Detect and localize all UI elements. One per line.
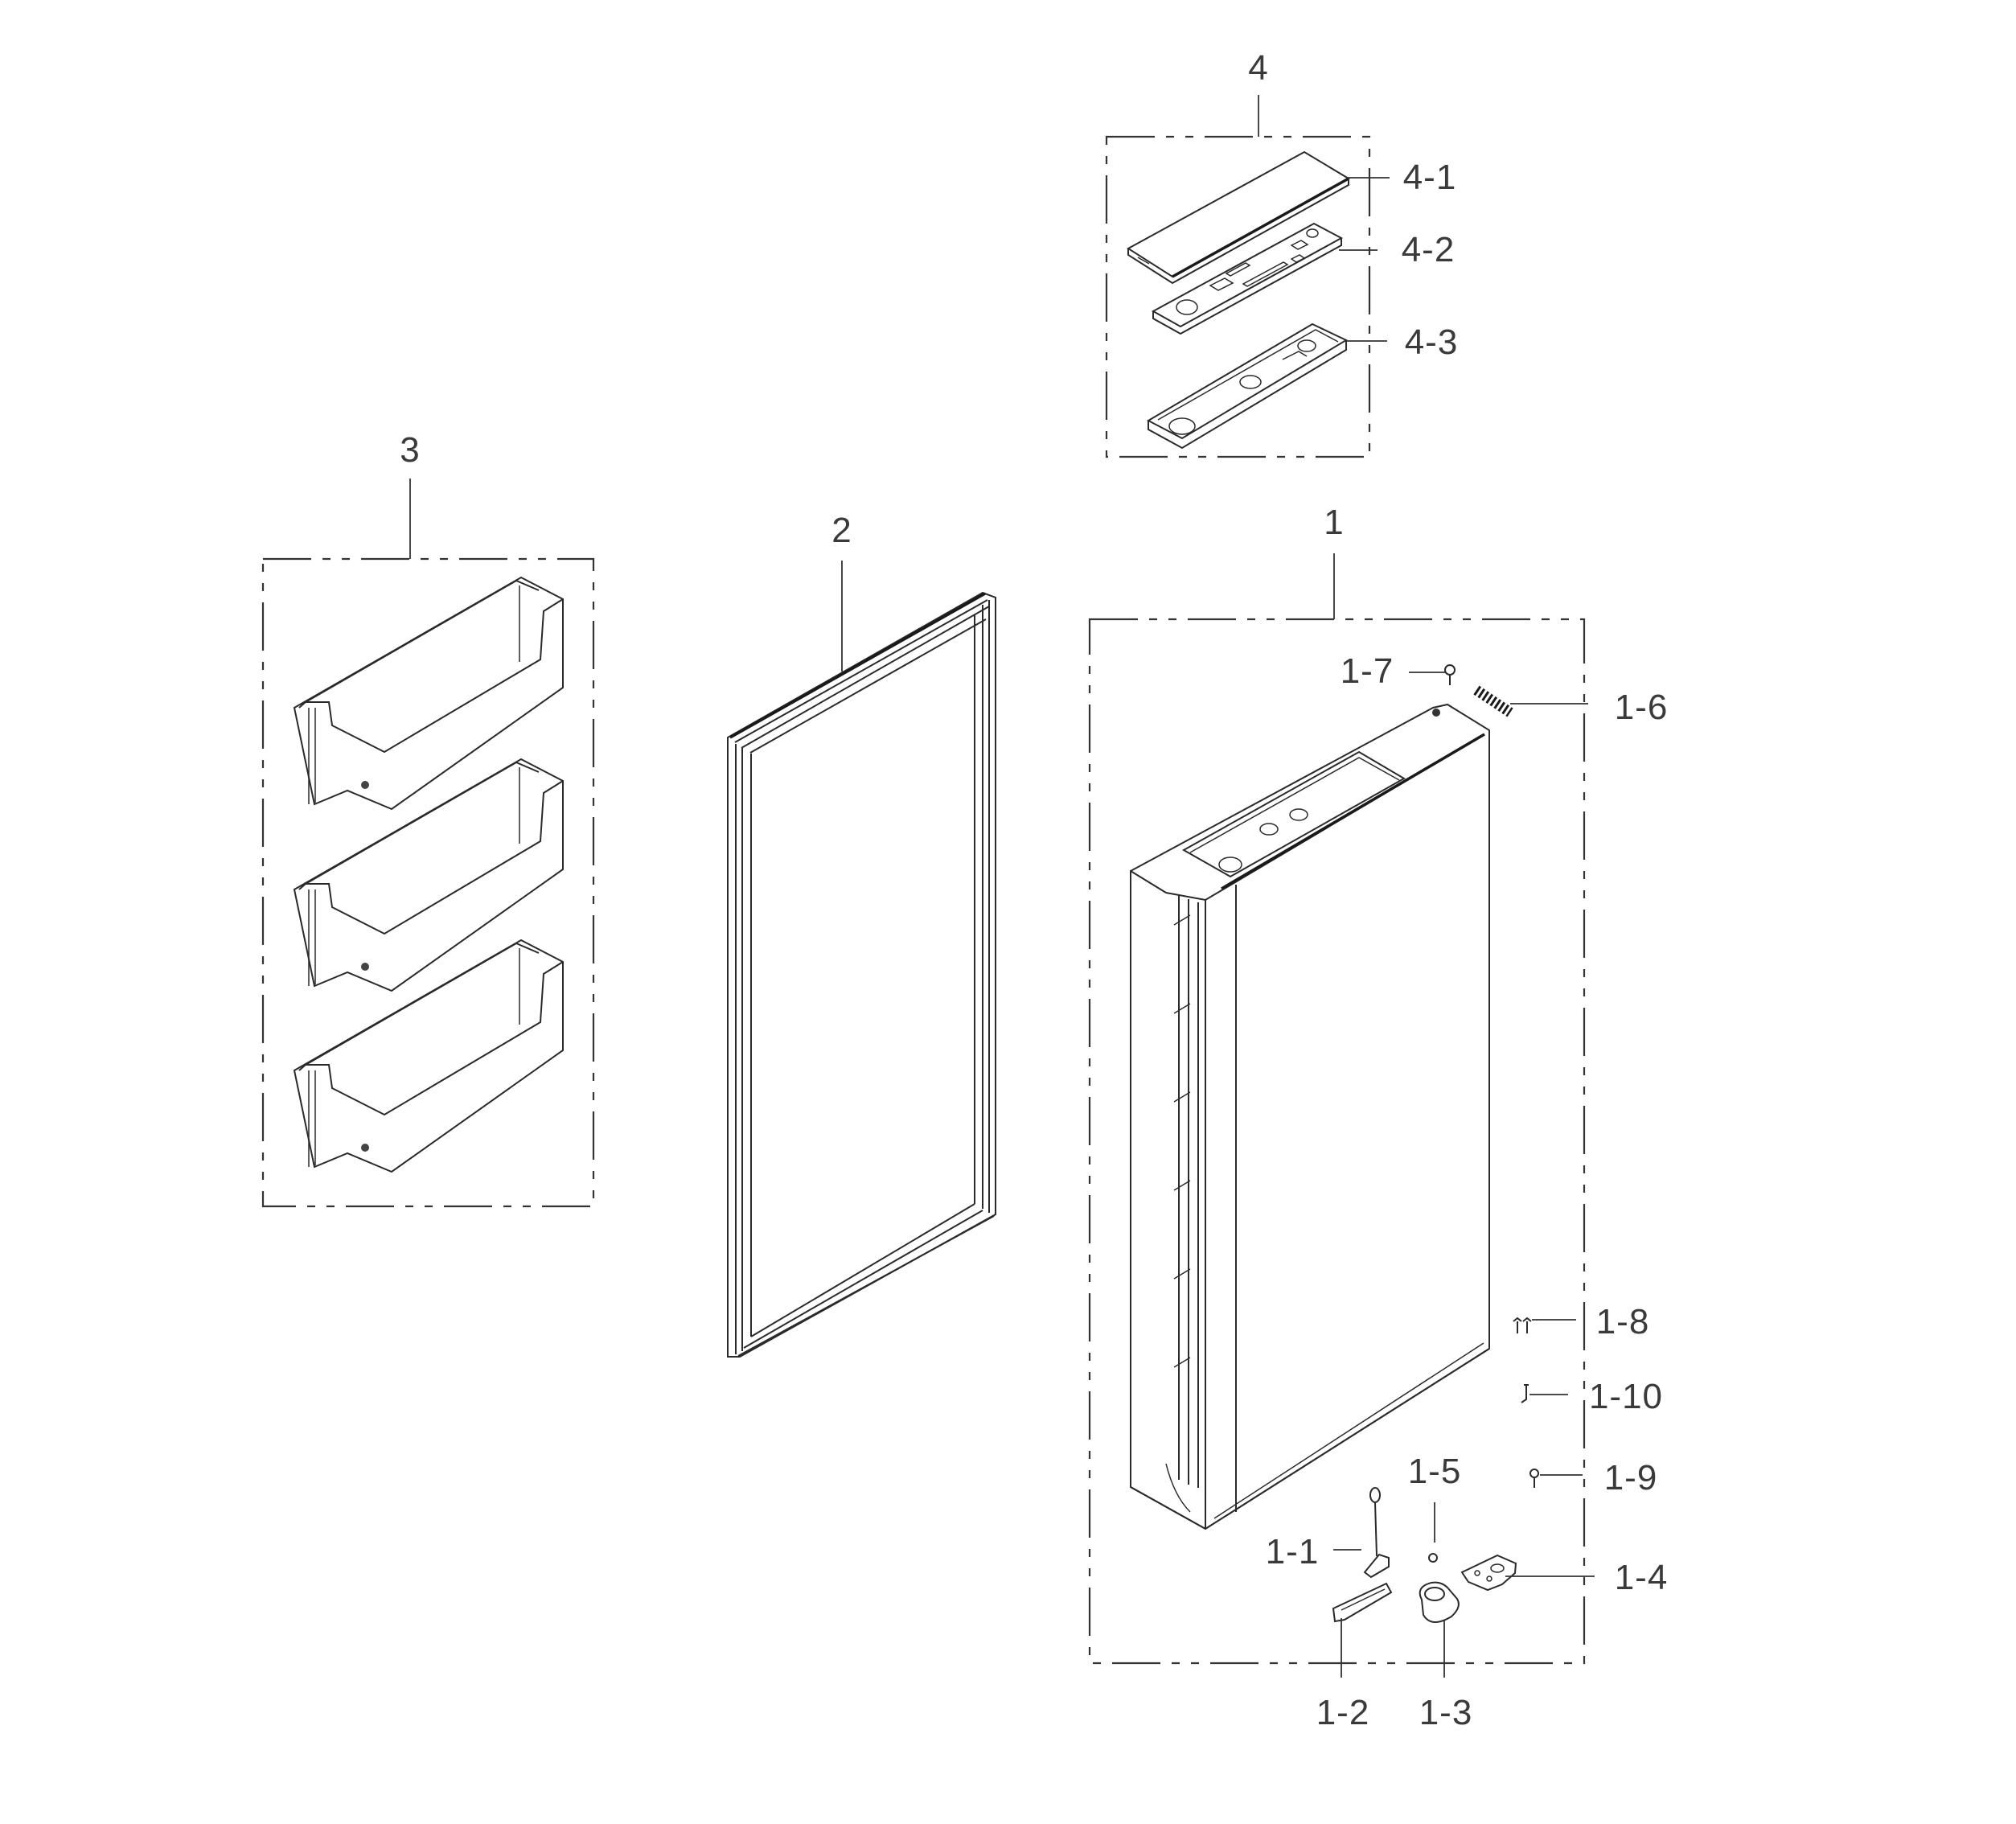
part-1-9-screw bbox=[1529, 1469, 1583, 1488]
callout-group-2: 2 bbox=[831, 511, 852, 550]
part-4-2-plate bbox=[1151, 222, 1344, 335]
part-1-3-bushing bbox=[1419, 1581, 1460, 1678]
door-bin-3 bbox=[293, 939, 564, 1173]
part-1-4-hinge-plate bbox=[1460, 1554, 1595, 1592]
part-1-8-screw bbox=[1513, 1317, 1576, 1333]
callout-1-4: 1-4 bbox=[1614, 1558, 1669, 1597]
callout-1-2: 1-2 bbox=[1316, 1693, 1370, 1732]
part-1-6-spring bbox=[1473, 685, 1588, 717]
callout-group-3: 3 bbox=[400, 430, 421, 470]
group-4-top-cap bbox=[1105, 95, 1390, 458]
part-4-3-base bbox=[1146, 322, 1349, 450]
callout-1-8: 1-8 bbox=[1595, 1302, 1650, 1341]
part-1-2-hinge-cover bbox=[1332, 1582, 1393, 1678]
part-1-7-screw bbox=[1409, 664, 1456, 685]
door-bin-1 bbox=[293, 576, 564, 811]
callout-1-7: 1-7 bbox=[1340, 651, 1394, 691]
door-bin-2 bbox=[293, 758, 564, 992]
callout-1-3: 1-3 bbox=[1419, 1693, 1473, 1732]
callout-1-6: 1-6 bbox=[1614, 688, 1669, 727]
part-4-1-cover bbox=[1127, 150, 1350, 285]
callout-4-1: 4-1 bbox=[1402, 158, 1457, 197]
callout-4-2: 4-2 bbox=[1401, 230, 1456, 269]
callout-group-4: 4 bbox=[1248, 48, 1269, 88]
group-2-gasket bbox=[727, 561, 996, 1358]
part-1-10-pin bbox=[1521, 1384, 1568, 1403]
group-1-door-assembly bbox=[1088, 553, 1595, 1678]
callout-1-5: 1-5 bbox=[1407, 1452, 1462, 1491]
door-body bbox=[1130, 703, 1490, 1530]
callout-1-9: 1-9 bbox=[1603, 1458, 1658, 1497]
group-3-door-bins bbox=[261, 479, 595, 1208]
callout-4-3: 4-3 bbox=[1404, 322, 1459, 362]
callout-1-10: 1-10 bbox=[1588, 1377, 1664, 1416]
part-1-5-washer bbox=[1428, 1502, 1438, 1563]
callout-1-1: 1-1 bbox=[1265, 1532, 1320, 1571]
callout-group-1: 1 bbox=[1324, 503, 1345, 542]
part-1-1-connector bbox=[1333, 1487, 1390, 1579]
